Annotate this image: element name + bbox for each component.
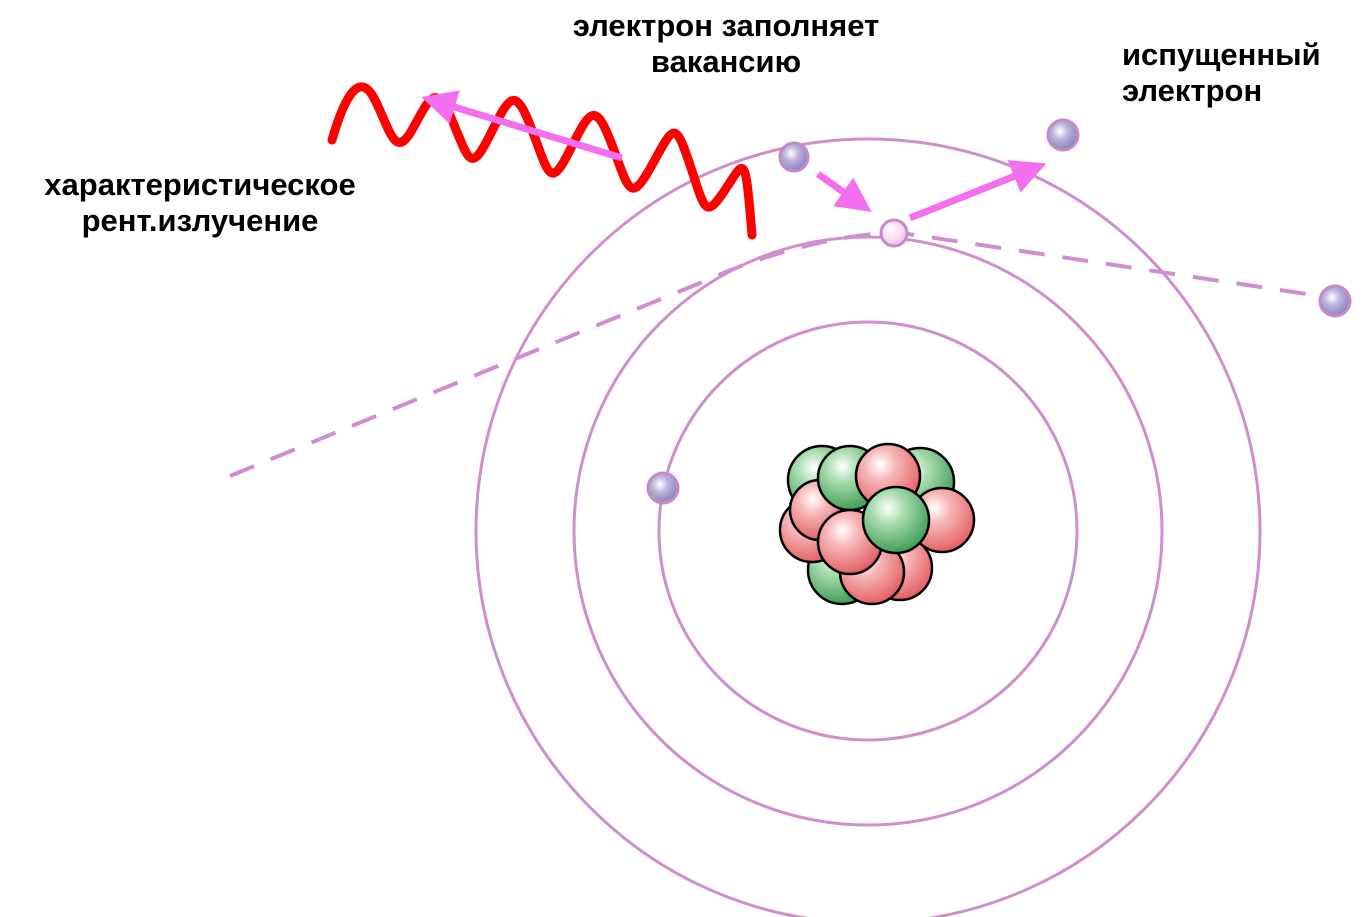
label-line: электрон [1122,73,1263,108]
arrow-electron-fills-vacancy [815,171,872,213]
orbit-inner [657,320,1079,742]
electron-icon [1046,118,1080,152]
label-line: электрон заполняет [572,8,880,43]
nucleus-icon [778,442,976,606]
orbit-middle [572,235,1164,827]
orbit-outer [474,137,1262,917]
label-line: характеристическое [44,167,356,202]
arrow-electron-emitted [908,160,1047,222]
arrow-xray-emission [421,90,624,162]
neutron-icon [861,485,931,555]
orbits [474,137,1262,917]
label-line: испущенный [1122,37,1321,72]
label-emitted-electron: испущенный электрон [1122,37,1321,109]
electron-icon [1318,284,1352,318]
electron-icon [646,471,680,505]
label-line: вакансию [650,44,802,79]
arrows [421,90,1047,222]
electrons [646,118,1352,505]
incident-electron-path [229,229,1321,478]
vacancy-icon [879,218,909,248]
label-electron-fills-vacancy: электрон заполняет вакансию [540,8,912,80]
label-characteristic-xray: характеристическое рент.излучение [10,167,390,239]
xray-wave [327,82,757,240]
label-line: рент.излучение [81,203,319,238]
electron-icon [778,141,810,173]
